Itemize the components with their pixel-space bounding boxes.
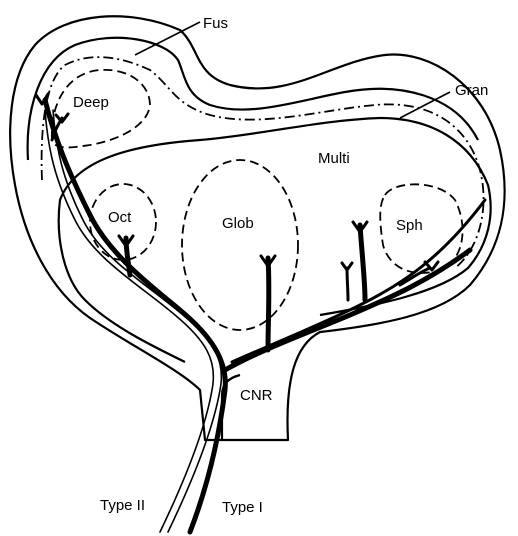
label-sph: Sph (396, 217, 423, 234)
label-deep: Deep (73, 94, 109, 111)
label-multi: Multi (318, 150, 350, 167)
label-type2: Type II (100, 497, 145, 514)
label-fus: Fus (203, 15, 228, 32)
glob-region (182, 160, 298, 330)
outer-boundary (10, 16, 504, 440)
glob-terminal (268, 258, 269, 350)
label-cnr: CNR (240, 387, 273, 404)
label-gran: Gran (455, 82, 488, 99)
label-oct: Oct (108, 209, 132, 226)
label-glob: Glob (222, 215, 254, 232)
sph-terminal-a (360, 225, 365, 300)
type1-fiber-trunk (45, 100, 225, 532)
label-type1: Type I (222, 499, 263, 516)
sph-terminal-b (347, 268, 348, 300)
